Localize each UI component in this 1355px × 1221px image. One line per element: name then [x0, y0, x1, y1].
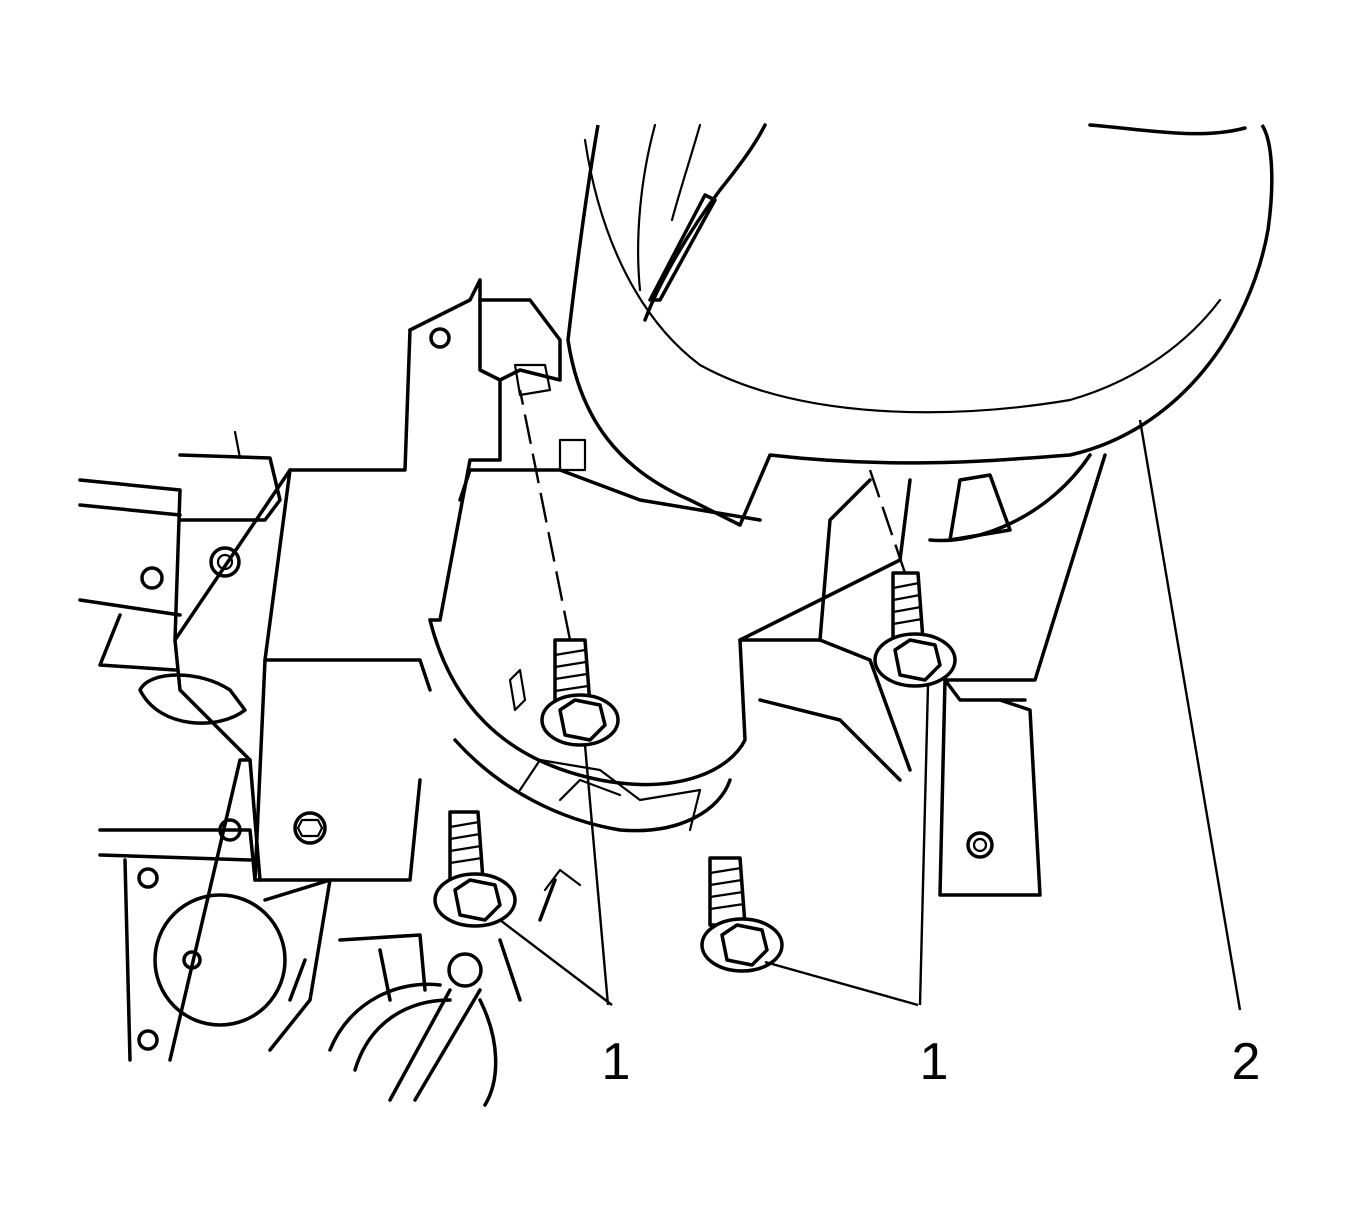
bolt-upper-center [540, 638, 620, 747]
leader-lines-callout-1-right [764, 684, 930, 1007]
steering-column-cover [566, 123, 1274, 543]
lower-left-assembly [98, 758, 332, 1062]
mounting-bracket-right [758, 453, 1107, 897]
leader-lines-callout-1-left [499, 744, 613, 1006]
callout-label-bolts-right: 1 [919, 1033, 949, 1091]
leader-line-callout-2 [1138, 419, 1242, 1011]
nut-left-bracket [293, 811, 327, 845]
bolt-alignment-line-upper-right [868, 469, 907, 574]
bolt-alignment-line-upper-center [518, 389, 572, 641]
mounting-bracket-left [173, 278, 587, 882]
dash-crossbar-left [78, 430, 282, 725]
column-lower-housing [428, 468, 912, 833]
lower-hub-area [328, 868, 582, 1107]
bolt-upper-right [873, 571, 957, 688]
bolt-lower-right [700, 856, 784, 973]
callout-label-component: 2 [1231, 1033, 1261, 1091]
bolt-lower-left [433, 810, 517, 928]
callout-label-bolts-left: 1 [601, 1033, 631, 1091]
